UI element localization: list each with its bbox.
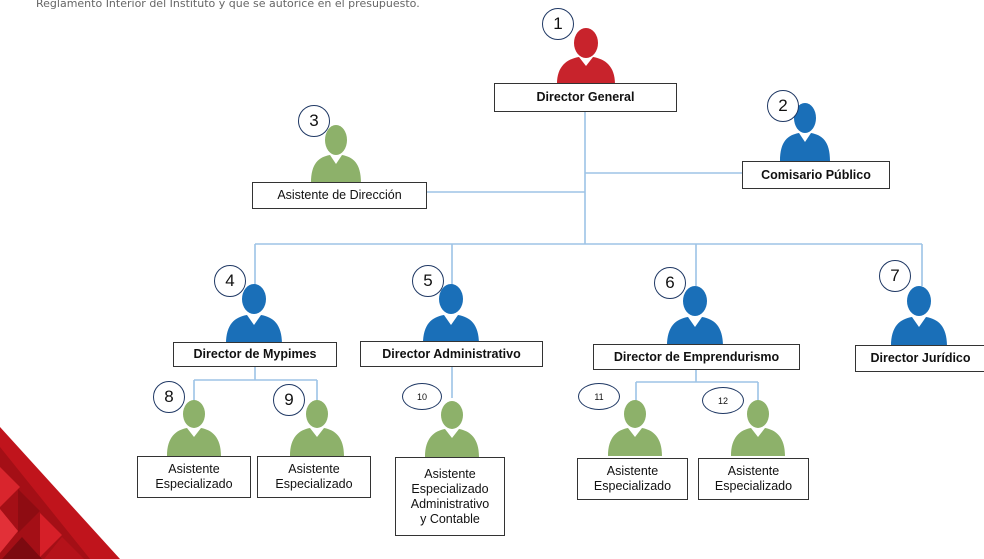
intro-line-2: Reglamento Interior del Instituto y que … <box>36 0 420 10</box>
person-icon-red <box>557 28 615 84</box>
person-icon-blue <box>423 284 479 344</box>
box-asistente-especializado-12: Asistente Especializado <box>698 458 809 500</box>
position-number-9: 9 <box>273 384 305 416</box>
position-number-11: 11 <box>578 383 620 410</box>
person-icon-green <box>731 400 785 456</box>
red-corner-decoration <box>0 427 120 559</box>
position-number-7: 7 <box>879 260 911 292</box>
person-icon-blue <box>780 103 830 161</box>
box-director-mypimes: Director de Mypimes <box>173 342 337 367</box>
position-number-12: 12 <box>702 387 744 414</box>
box-director-general: Director General <box>494 83 677 112</box>
person-icon-green <box>425 401 479 457</box>
person-icon-green <box>167 400 221 456</box>
position-number-10: 10 <box>402 383 442 410</box>
intro-paragraph: Reglamento Interior del Instituto y que … <box>36 0 976 11</box>
box-comisario-publico: Comisario Público <box>742 161 890 189</box>
position-number-2: 2 <box>767 90 799 122</box>
box-director-administrativo: Director Administrativo <box>360 341 543 367</box>
person-icon-green <box>311 125 361 183</box>
person-icon-blue <box>667 286 723 346</box>
position-number-4: 4 <box>214 265 246 297</box>
person-icon-green <box>608 400 662 456</box>
box-asistente-especializado-9: Asistente Especializado <box>257 456 371 498</box>
position-number-6: 6 <box>654 267 686 299</box>
box-director-emprendurismo: Director de Emprendurismo <box>593 344 800 370</box>
position-number-5: 5 <box>412 265 444 297</box>
person-icon-blue <box>226 284 282 344</box>
position-number-8: 8 <box>153 381 185 413</box>
box-asistente-direccion: Asistente de Dirección <box>252 182 427 209</box>
position-number-1: 1 <box>542 8 574 40</box>
person-icon-blue <box>891 286 947 346</box>
box-director-juridico: Director Jurídico <box>855 345 984 372</box>
box-asistente-especializado-11: Asistente Especializado <box>577 458 688 500</box>
box-asistente-especializado-administrativo-10: Asistente Especializado Administrativo y… <box>395 457 505 536</box>
position-number-3: 3 <box>298 105 330 137</box>
box-asistente-especializado-8: Asistente Especializado <box>137 456 251 498</box>
person-icon-green <box>290 400 344 456</box>
